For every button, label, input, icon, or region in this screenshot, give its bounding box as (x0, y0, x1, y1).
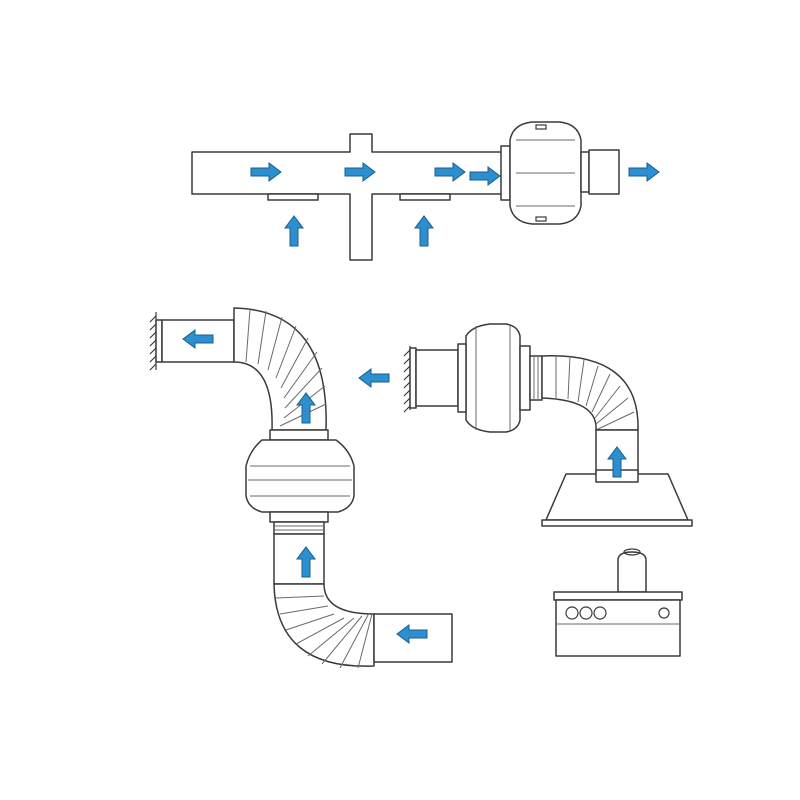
vertical-fan-diagram (149, 307, 453, 669)
wall-grille-icon (403, 346, 417, 413)
inline-duct-fan-icon (245, 429, 355, 535)
range-hood-diagram (358, 323, 693, 657)
flow-arrow-icon (414, 215, 434, 247)
inline-duct-fan-icon (500, 121, 620, 225)
branch-duct-diagram (191, 121, 660, 261)
stove-icon (553, 548, 683, 657)
wall-grille-icon (149, 312, 163, 371)
flow-arrow-icon (628, 162, 660, 182)
intake-register-right (399, 193, 451, 201)
main-duct (191, 133, 506, 261)
flow-arrow-icon (358, 368, 390, 388)
inline-duct-fan-icon (457, 323, 543, 433)
upper-elbow (233, 307, 327, 431)
flow-arrow-icon (284, 215, 304, 247)
intake-register-left (267, 193, 319, 201)
lower-elbow (273, 583, 375, 667)
